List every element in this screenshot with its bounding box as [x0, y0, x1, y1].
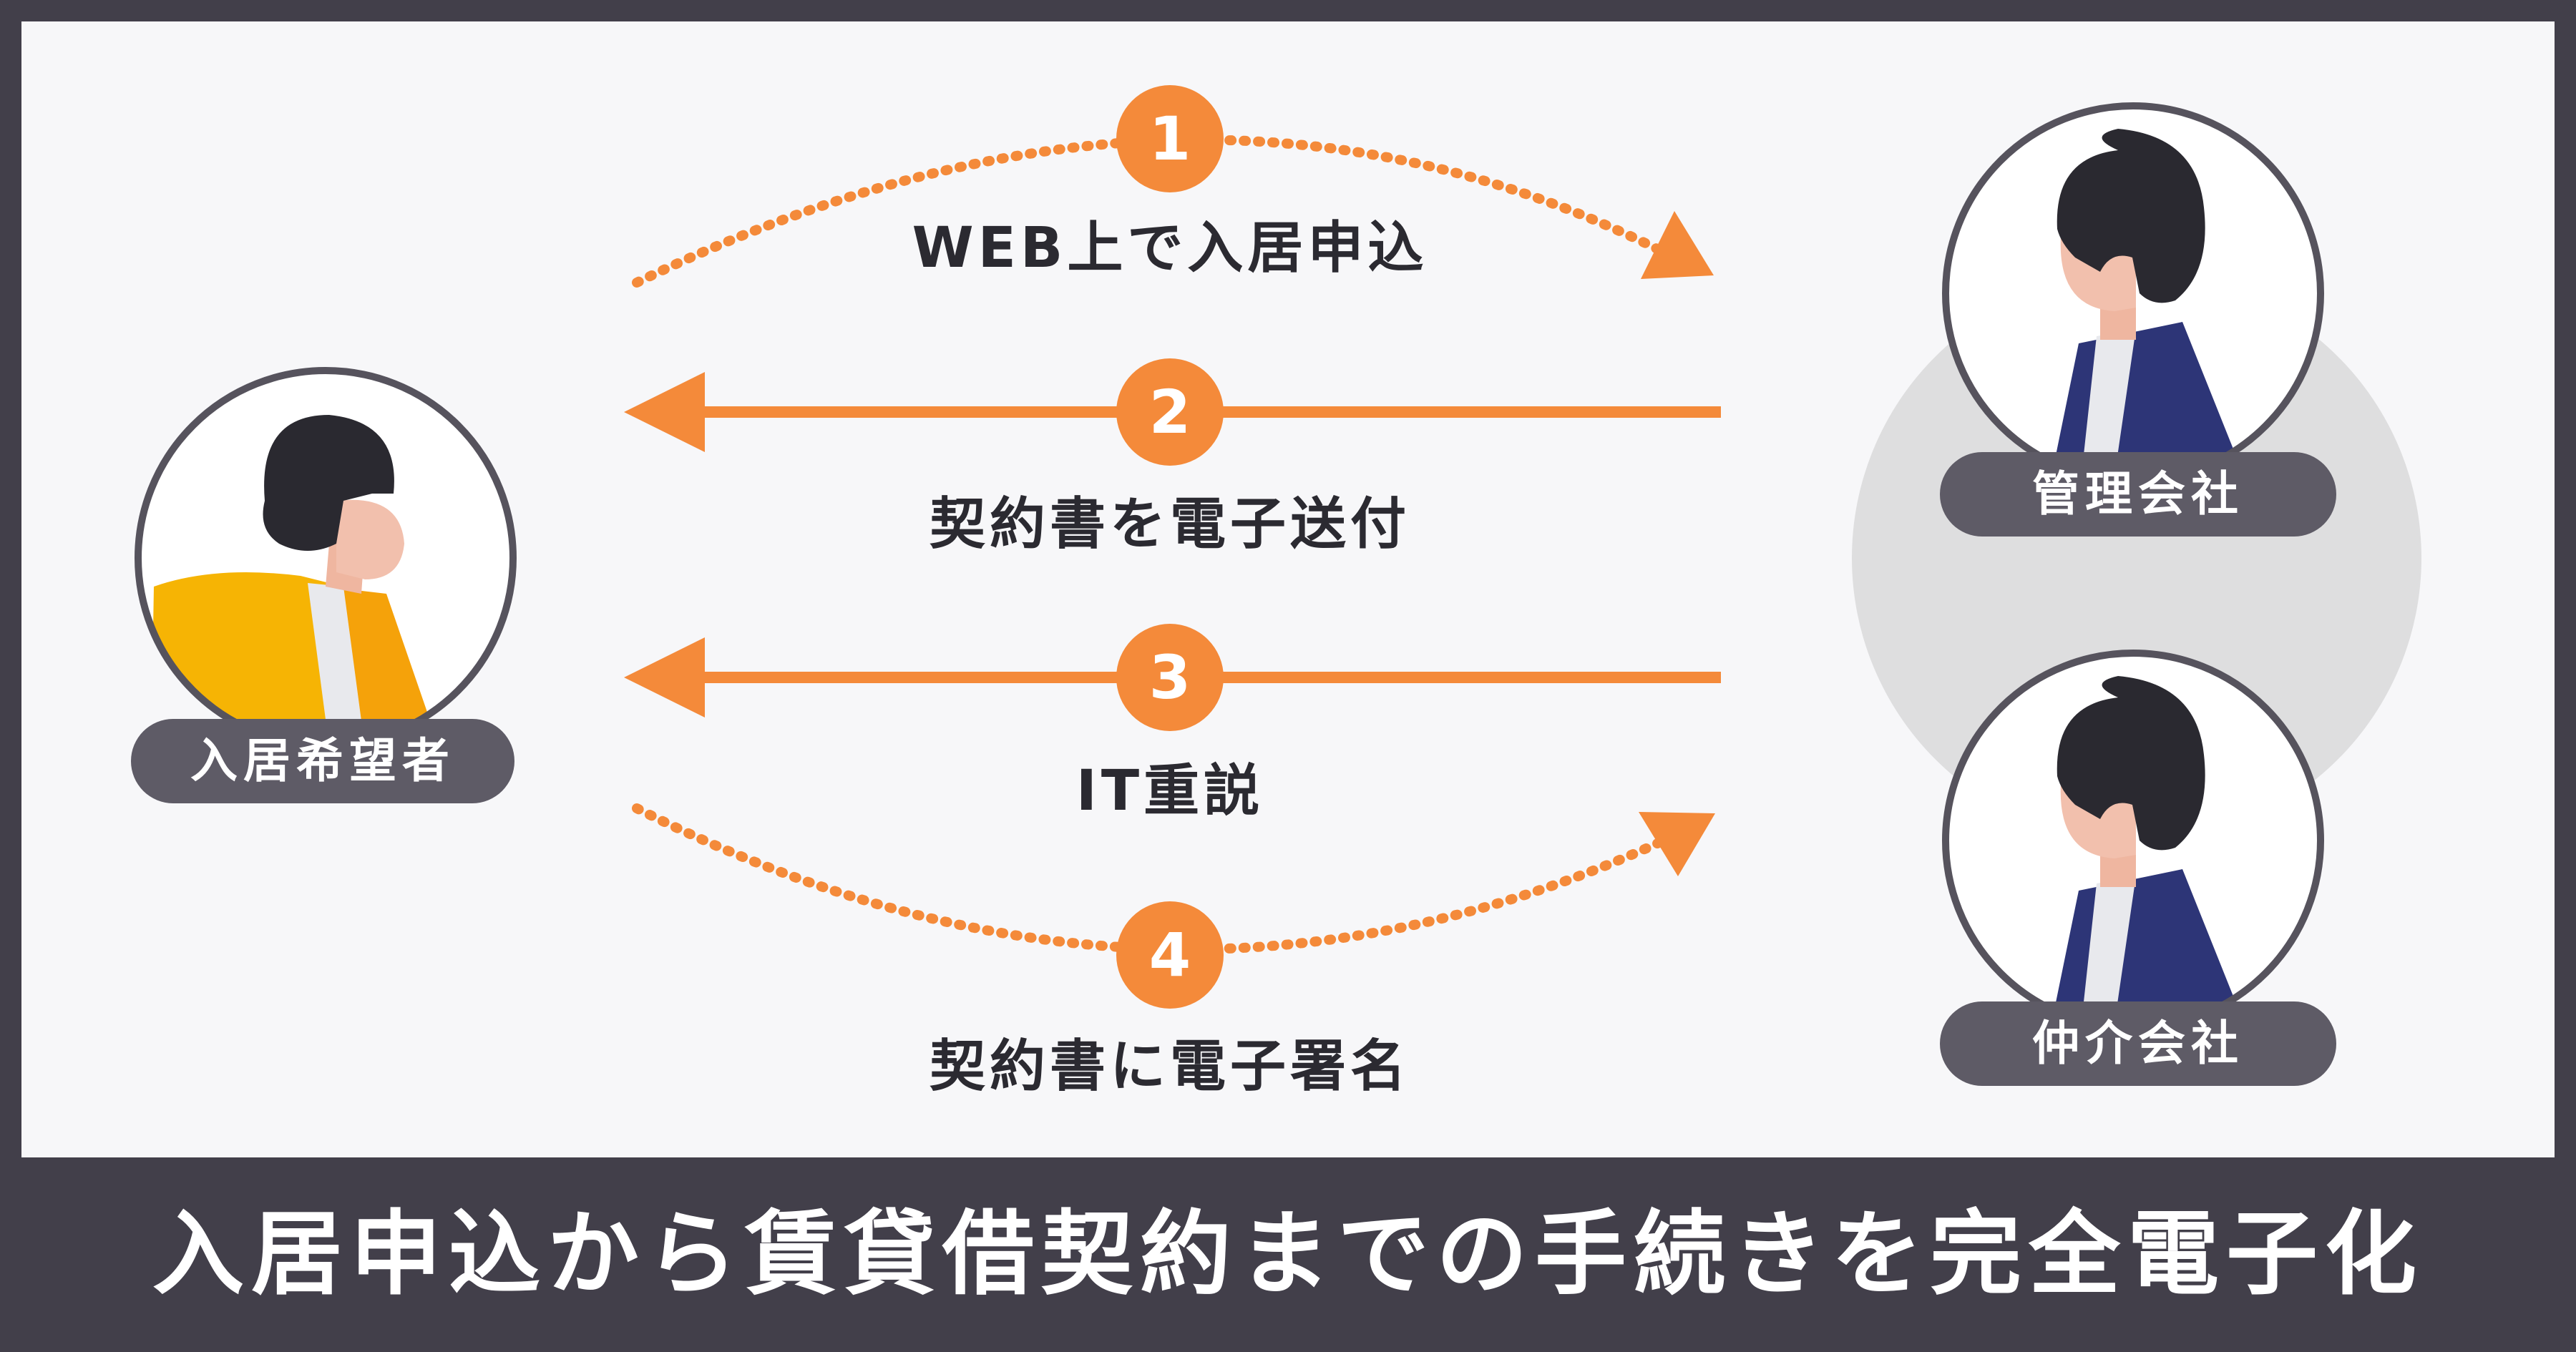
broker-company-label: 仲介会社: [1940, 1001, 2336, 1086]
applicant-avatar: [135, 367, 517, 749]
applicant-label: 入居希望者: [131, 719, 514, 803]
step-2-label: 契約書を電子送付: [929, 492, 1410, 557]
step-2-badge: 2: [1116, 358, 1224, 466]
arrow-4-head: [1639, 812, 1715, 876]
step-4-label: 契約書に電子署名: [929, 1034, 1410, 1099]
arrow-2-head: [624, 372, 705, 452]
management-company-label: 管理会社: [1940, 452, 2336, 537]
flow-diagram: [135, 102, 2421, 1032]
step-3-label: IT重説: [1075, 759, 1264, 823]
step-3-badge: 3: [1116, 624, 1224, 731]
step-1-badge: 1: [1116, 85, 1224, 192]
arrow-1-head: [1641, 211, 1714, 279]
broker-avatar: [1942, 650, 2324, 1032]
step-4-badge: 4: [1116, 901, 1224, 1009]
footer-caption: 入居申込から賃貸借契約までの手続きを完全電子化: [152, 1201, 2424, 1308]
step-1-label: WEB上で入居申込: [912, 216, 1428, 280]
arrow-3-head: [624, 637, 705, 717]
